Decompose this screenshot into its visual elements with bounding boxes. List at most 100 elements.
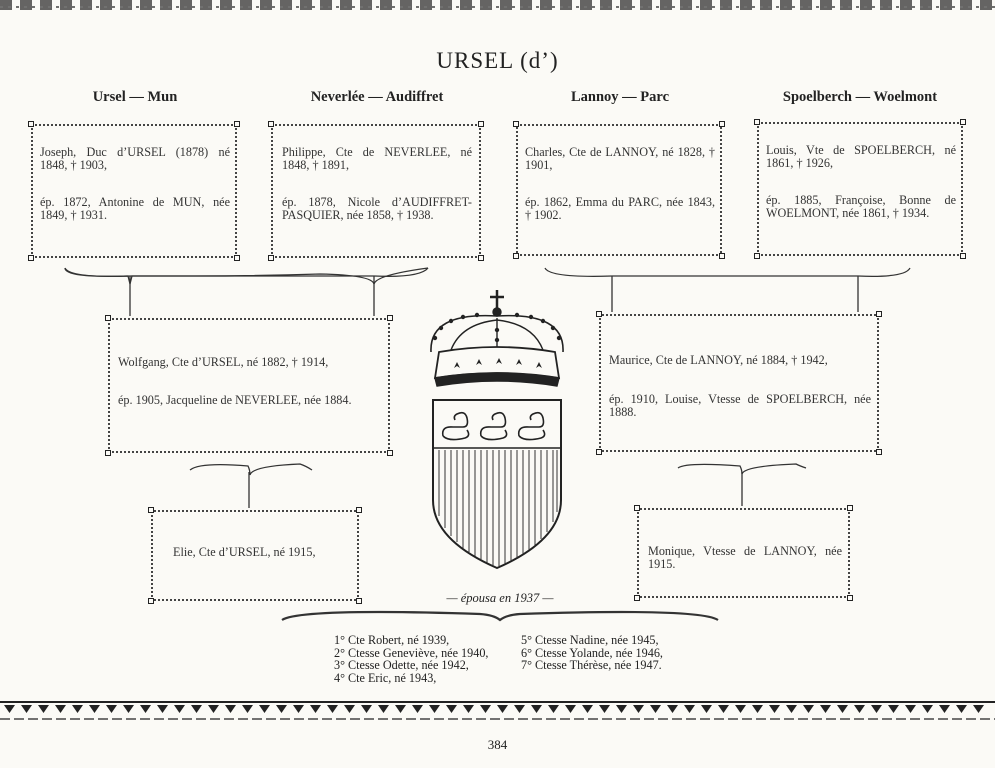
crowned-shield-with-swans-icon (430, 290, 564, 570)
border-ornament (786, 705, 797, 713)
border-ornament (973, 705, 984, 713)
border-ornament (140, 705, 151, 713)
border-ornament (38, 705, 49, 713)
border-ornament (752, 705, 763, 713)
border-ornament (378, 705, 389, 713)
border-ornament (735, 705, 746, 713)
border-ornament (21, 705, 32, 713)
border-ornament (548, 705, 559, 713)
child-item: 2° Ctesse Geneviève, née 1940, (334, 645, 489, 660)
border-ornament (803, 705, 814, 713)
father-text: Maurice, Cte de LANNOY, né 1884, † 1942, (609, 353, 828, 367)
border-ornament (650, 705, 661, 713)
border-ornament (531, 705, 542, 713)
border-ornament (395, 705, 406, 713)
column-head-neverlee-audiffret: Neverlée — Audiffret (310, 89, 444, 105)
border-ornament (191, 705, 202, 713)
border-ornament (497, 705, 508, 713)
top-border (0, 0, 995, 10)
grandfather-text: Louis, Vte de SPOELBERCH, né 1861, † 192… (766, 143, 956, 170)
grandparents-box-ursel-mun: Joseph, Duc d’URSEL (1878) né 1848, † 19… (28, 121, 240, 261)
border-ornament (820, 705, 831, 713)
border-ornament (616, 705, 627, 713)
couple-box-monique: Monique, Vtesse de LANNOY, née 1915. (634, 505, 853, 601)
border-ornament (837, 705, 848, 713)
column-head-spoelberch-woelmont: Spoelberch — Woelmont (782, 89, 938, 105)
mother-text: ép. 1905, Jacqueline de NEVERLEE, née 18… (118, 393, 352, 407)
bottom-border (0, 701, 995, 720)
border-ornament (718, 705, 729, 713)
border-ornament (905, 705, 916, 713)
column-head-lannoy-parc: Lannoy — Parc (570, 89, 670, 105)
page-title: URSEL (d’) (436, 48, 559, 73)
grandfather-text: Philippe, Cte de NEVERLEE, né 1848, † 18… (282, 145, 472, 172)
border-ornament (582, 705, 593, 713)
border-ornament (667, 705, 678, 713)
page-number: 384 (487, 737, 508, 752)
border-ornament (174, 705, 185, 713)
border-ornament (446, 705, 457, 713)
border-ornament (276, 705, 287, 713)
grandmother-text: ép. 1872, Antonine de MUN, née 1849, † 1… (40, 195, 230, 222)
border-ornament (463, 705, 474, 713)
grandparents-box-lannoy-parc: Charles, Cte de LANNOY, né 1828, † 1901,… (513, 121, 725, 259)
border-ornament (55, 705, 66, 713)
border-ornament (871, 705, 882, 713)
child-item: 7° Ctesse Thérèse, née 1947. (521, 658, 662, 672)
border-ornament (106, 705, 117, 713)
border-ornament (888, 705, 899, 713)
border-ornament (480, 705, 491, 713)
grandmother-text: ép. 1862, Emma du PARC, née 1843, † 1902… (525, 195, 715, 222)
border-ornament (344, 705, 355, 713)
border-ornament (327, 705, 338, 713)
border-ornament (72, 705, 83, 713)
border-ornament (939, 705, 950, 713)
tree-connectors (64, 267, 911, 622)
married-caption: — épousa en 1937 — (446, 591, 554, 605)
border-ornament (310, 705, 321, 713)
border-ornament (412, 705, 423, 713)
border-ornament (854, 705, 865, 713)
border-ornament (89, 705, 100, 713)
children-list-left: 1° Cte Robert, né 1939, 2° Ctesse Genevi… (334, 634, 514, 684)
border-ornament (769, 705, 780, 713)
border-ornament (293, 705, 304, 713)
father-text: Wolfgang, Cte d’URSEL, né 1882, † 1914, (118, 355, 329, 369)
child-item: 1° Cte Robert, né 1939, (334, 633, 450, 647)
grandparents-box-spoelberch-woelmont: Louis, Vte de SPOELBERCH, né 1861, † 192… (754, 119, 966, 259)
child-item: 3° Ctesse Odette, née 1942, (334, 658, 469, 672)
border-ornament (599, 705, 610, 713)
border-ornament (701, 705, 712, 713)
grandfather-text: Joseph, Duc d’URSEL (1878) né 1848, † 19… (40, 145, 230, 172)
mother-text: ép. 1910, Louise, Vtesse de SPOELBERCH, … (609, 392, 871, 419)
border-ornament (633, 705, 644, 713)
parents-box-ursel: Wolfgang, Cte d’URSEL, né 1882, † 1914, … (105, 315, 393, 456)
border-ornament (123, 705, 134, 713)
child-item: 5° Ctesse Nadine, née 1945, (521, 633, 659, 647)
border-ornament (225, 705, 236, 713)
parents-box-lannoy: Maurice, Cte de LANNOY, né 1884, † 1942,… (596, 311, 882, 455)
border-ornament (684, 705, 695, 713)
grandparents-box-neverlee-audiffret: Philippe, Cte de NEVERLEE, né 1848, † 18… (268, 121, 484, 261)
husband-text: Elie, Cte d’URSEL, né 1915, (173, 545, 316, 559)
border-ornament (208, 705, 219, 713)
child-item: 4° Cte Eric, né 1943, (334, 670, 437, 685)
border-ornament (361, 705, 372, 713)
border-ornament (922, 705, 933, 713)
grandmother-text: ép. 1885, Françoise, Bonne de WOELMONT, … (766, 193, 956, 220)
border-ornament (956, 705, 967, 713)
couple-box-elie: Elie, Cte d’URSEL, né 1915, (148, 507, 362, 604)
child-item: 6° Ctesse Yolande, née 1946, (521, 645, 663, 660)
column-head-ursel-mun: Ursel — Mun (92, 89, 178, 105)
wife-text: Monique, Vtesse de LANNOY, née 1915. (648, 544, 842, 571)
border-ornament (429, 705, 440, 713)
border-ornament (259, 705, 270, 713)
grandfather-text: Charles, Cte de LANNOY, né 1828, † 1901, (525, 145, 715, 172)
border-ornament (4, 705, 15, 713)
border-ornament (514, 705, 525, 713)
grandmother-text: ép. 1878, Nicole d’AUDIFFRET-PASQUIER, n… (282, 195, 472, 222)
border-ornament (242, 705, 253, 713)
children-list-right: 5° Ctesse Nadine, née 1945, 6° Ctesse Yo… (521, 634, 701, 672)
border-ornament (157, 705, 168, 713)
border-ornament (565, 705, 576, 713)
